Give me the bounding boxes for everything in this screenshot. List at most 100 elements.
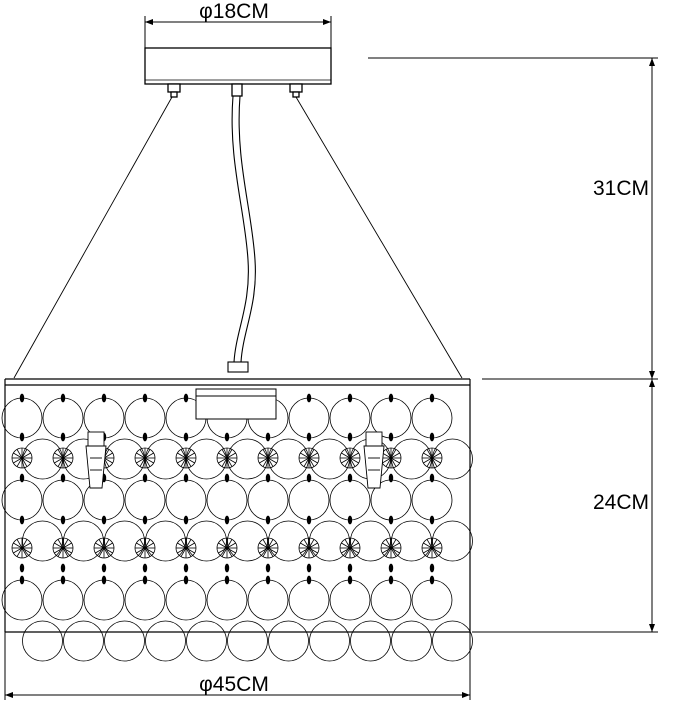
crystal-connector xyxy=(19,515,25,525)
crystal-ring xyxy=(268,520,309,562)
shade-height-dimension xyxy=(649,379,655,632)
crystal-ring xyxy=(288,479,330,521)
crystal-ring xyxy=(22,438,63,480)
crystal-connector xyxy=(347,473,353,483)
crystal-rosette xyxy=(52,537,74,559)
crystal-connector xyxy=(142,575,148,585)
crystal-ring xyxy=(42,479,84,521)
crystal-connector xyxy=(101,563,107,573)
crystal-connector xyxy=(347,575,353,585)
crystal-connector xyxy=(306,393,312,403)
crystal-ring xyxy=(42,397,84,439)
crystal-connector xyxy=(142,473,148,483)
crystal-ring xyxy=(186,620,227,662)
crystal-connector xyxy=(19,432,25,442)
crystal-connector xyxy=(429,432,435,442)
crystal-ring xyxy=(288,397,330,439)
crystal-rosette xyxy=(339,447,361,469)
crystal-connector xyxy=(347,432,353,442)
crystal-connector xyxy=(60,575,66,585)
crystal-rosette xyxy=(11,537,33,559)
crystal-ring xyxy=(206,579,248,621)
crystal-rosette xyxy=(216,537,238,559)
crystal-ring xyxy=(432,438,473,480)
crystal-connector xyxy=(19,473,25,483)
crystal-ring xyxy=(145,620,186,662)
crystal-connector xyxy=(306,575,312,585)
crystal-ring xyxy=(1,579,43,621)
crystal-connector xyxy=(388,432,394,442)
crystal-ring xyxy=(124,579,166,621)
shade-diameter-label: φ45CM xyxy=(199,673,269,696)
crystal-connector xyxy=(306,473,312,483)
crystal-rosette xyxy=(175,537,197,559)
crystal-connector xyxy=(265,515,271,525)
suspension-height-dimension xyxy=(649,58,655,379)
crystal-ring xyxy=(247,479,289,521)
crystal-connector xyxy=(388,575,394,585)
crystal-rosette xyxy=(93,537,115,559)
crystal-connector xyxy=(142,515,148,525)
crystal-ring xyxy=(124,479,166,521)
crystal-ring xyxy=(63,620,104,662)
crystal-ring xyxy=(391,620,432,662)
crystal-connector xyxy=(347,393,353,403)
crystal-rosette xyxy=(11,447,33,469)
crystal-connector xyxy=(347,515,353,525)
crystal-connector xyxy=(265,575,271,585)
crystal-connector xyxy=(265,563,271,573)
crystal-ring xyxy=(227,620,268,662)
crystal-connector xyxy=(224,575,230,585)
crystal-connector xyxy=(183,515,189,525)
crystal-ring xyxy=(186,520,227,562)
crystal-ring xyxy=(432,620,473,662)
crystal-connector xyxy=(265,432,271,442)
crystal-ring xyxy=(145,520,186,562)
crystal-ring xyxy=(411,579,453,621)
crystal-ring xyxy=(391,438,432,480)
crystal-ring xyxy=(411,479,453,521)
crystal-connector xyxy=(388,473,394,483)
crystal-connector xyxy=(429,393,435,403)
crystal-ring xyxy=(432,520,473,562)
ceiling-canopy xyxy=(144,47,332,98)
crystal-connector xyxy=(19,575,25,585)
crystal-ring xyxy=(370,579,412,621)
crystal-ring xyxy=(22,620,63,662)
crystal-ring xyxy=(227,438,268,480)
crystal-connector xyxy=(388,393,394,403)
crystal-ring xyxy=(268,620,309,662)
shade-diameter-dimension xyxy=(4,632,471,700)
crystal-ring xyxy=(391,520,432,562)
crystal-ring xyxy=(104,438,145,480)
crystal-connector xyxy=(60,473,66,483)
crystal-connector xyxy=(19,393,25,403)
crystal-rosette xyxy=(380,537,402,559)
crystal-ring xyxy=(186,438,227,480)
crystal-connector xyxy=(265,473,271,483)
crystal-connector xyxy=(142,432,148,442)
crystal-connector xyxy=(183,575,189,585)
crystal-ring xyxy=(268,438,309,480)
bulb-left xyxy=(85,431,107,489)
crystal-rosette xyxy=(52,447,74,469)
crystal-connector xyxy=(224,563,230,573)
crystal-ring xyxy=(1,397,43,439)
extension-lines xyxy=(368,57,658,633)
crystal-ring xyxy=(411,397,453,439)
canopy-diameter-label: φ18CM xyxy=(199,0,269,23)
suspension-wires xyxy=(13,96,463,379)
crystal-connector xyxy=(101,575,107,585)
crystal-ring xyxy=(329,579,371,621)
crystal-ring xyxy=(63,520,104,562)
crystal-ring xyxy=(165,479,207,521)
crystal-ring xyxy=(104,620,145,662)
crystal-connector xyxy=(183,432,189,442)
shade-height-label: 24CM xyxy=(593,491,649,514)
crystal-rosette xyxy=(257,447,279,469)
crystal-connector xyxy=(347,563,353,573)
crystal-ring xyxy=(104,520,145,562)
crystal-rosette xyxy=(134,537,156,559)
